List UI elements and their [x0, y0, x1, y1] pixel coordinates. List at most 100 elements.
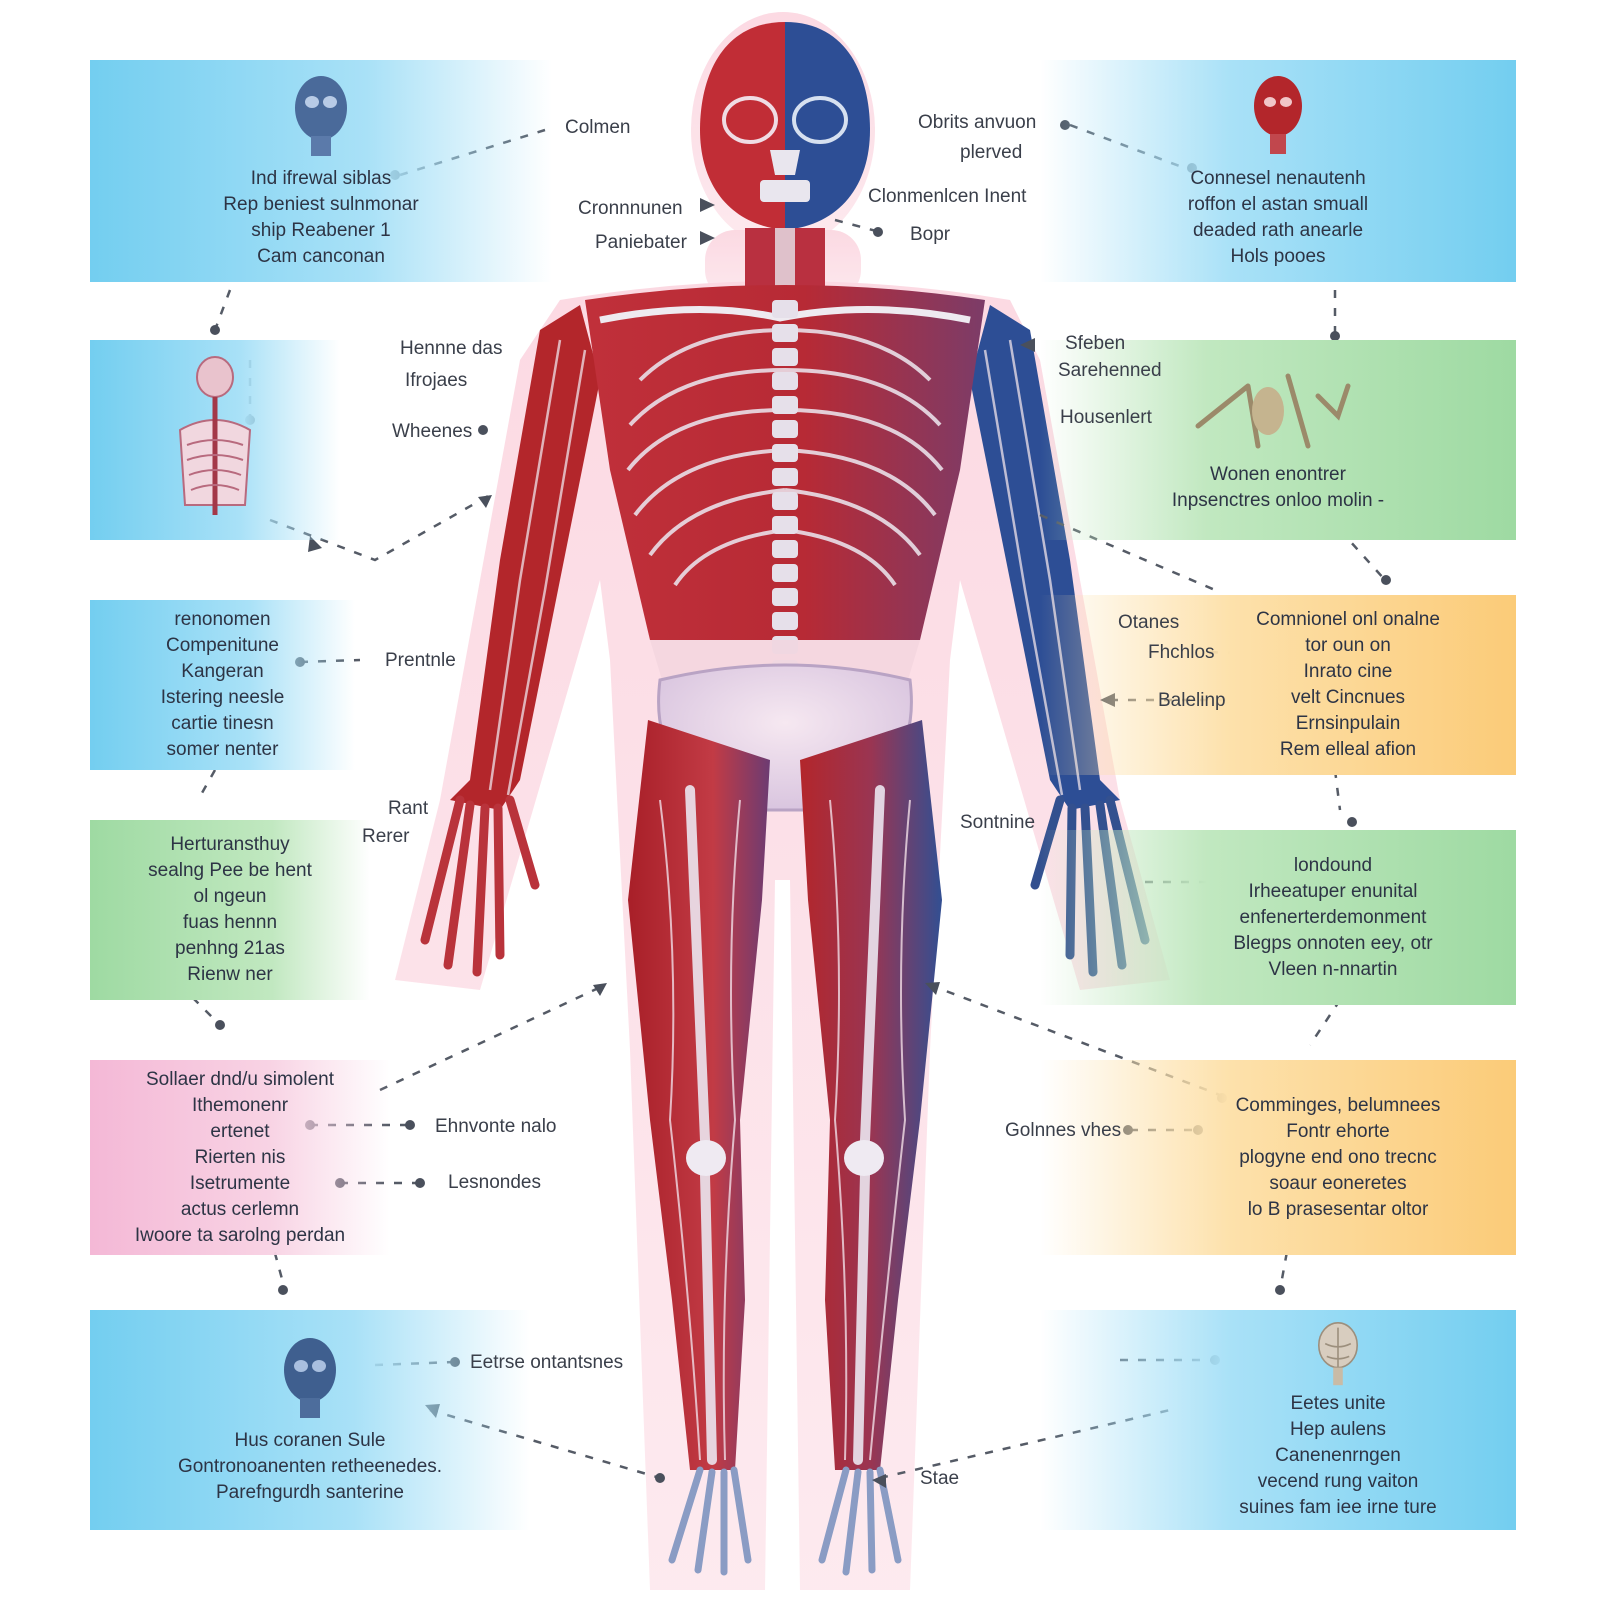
- panel-text: Wonen enontrer Inpsenctres onloo molin -: [1172, 462, 1384, 514]
- callout-label: Eetrse ontantsnes: [470, 1352, 624, 1373]
- panel-line: Inrato cine: [1303, 661, 1393, 682]
- callout-label: Sarehenned: [1058, 360, 1162, 381]
- panel-text-orange-lower: Comminges, belumnees Fontr ehorte plogyn…: [1040, 1060, 1516, 1255]
- callout-label: Hennne das: [400, 338, 503, 359]
- leg-bones: [685, 785, 885, 1465]
- panel-line: Parefngurdh santerine: [215, 1482, 404, 1503]
- panel-skull-blue: Hus coranen Sule Gontronoanenten retheen…: [90, 1310, 530, 1530]
- panel-line: deaded rath anearle: [1192, 220, 1364, 241]
- hand-left: [420, 795, 540, 977]
- panel-line: Rierten nis: [194, 1146, 286, 1168]
- panel-line: plogyne end ono trecnc: [1239, 1146, 1437, 1168]
- panel-line: Sollaer dnd/u simolent: [146, 1068, 334, 1090]
- panel-line: Fontr ehorte: [1286, 1120, 1390, 1142]
- panel-line: Hols pooes: [1230, 246, 1326, 267]
- panel-text-pink: Sollaer dnd/u simolent Ithemonenr ertene…: [90, 1060, 390, 1255]
- panel-text-orange: Comnionel onl onalne tor oun on Inrato c…: [1040, 595, 1516, 775]
- panel-line: Iwoore ta sarolng perdan: [134, 1224, 346, 1246]
- head-icon: [295, 76, 347, 156]
- panel-head-red: Connesel nenautenh roffon el astan smual…: [1040, 60, 1516, 282]
- panel-line: cartie tinesn: [171, 713, 274, 734]
- panel-line: Vleen n-nnartin: [1268, 958, 1398, 980]
- panel-text: Comnionel onl onalne tor oun on Inrato c…: [1256, 607, 1440, 763]
- panel-brain-blue: Eetes unite Hep aulens Canenenrngen vece…: [1040, 1310, 1516, 1530]
- panel-line: Irheeatuper enunital: [1248, 880, 1418, 902]
- panel-line: somer nenter: [166, 739, 279, 760]
- panel-line: Canenenrngen: [1275, 1445, 1401, 1466]
- panel-line: Ernsinpulain: [1295, 713, 1401, 734]
- panel-head-blue: Ind ifrewal siblas Rep beniest sulnmonar…: [90, 60, 552, 282]
- panel-line: Blegps onnoten eey, otr: [1233, 932, 1433, 954]
- panel-line: actus cerlemn: [180, 1198, 300, 1220]
- panel-line: sealng Pee be hent: [148, 860, 312, 881]
- panel-text: Hus coranen Sule Gontronoanenten retheen…: [178, 1428, 442, 1506]
- callout-label: Paniebater: [595, 232, 687, 253]
- panel-line: Inpsenctres onloo molin -: [1171, 490, 1385, 511]
- panel-line: Ind ifrewal siblas: [250, 168, 392, 189]
- feet: [668, 1466, 902, 1576]
- leg-vessels: [659, 799, 911, 1461]
- panel-text: Ind ifrewal siblas Rep beniest sulnmonar…: [223, 166, 418, 270]
- panel-text: renonomen Compenitune Kangeran Istering …: [161, 607, 285, 763]
- panel-line: Istering neesle: [160, 687, 285, 708]
- callout-label: Otanes: [1118, 612, 1180, 633]
- callout-label: Ifrojaes: [405, 370, 468, 391]
- callout-label: Balelinp: [1158, 690, 1226, 711]
- panel-text: londound Irheeatuper enunital enfenerter…: [1233, 853, 1432, 983]
- callout-label: Colmen: [565, 117, 631, 138]
- panel-line: fuas hennn: [182, 912, 278, 933]
- panel-text: Eetes unite Hep aulens Canenenrngen vece…: [1239, 1391, 1437, 1521]
- panel-line: Kangeran: [181, 661, 264, 682]
- panel-line: soaur eoneretes: [1269, 1172, 1407, 1194]
- callout-label: Wheenes: [392, 421, 473, 442]
- callout-label: Prentnle: [385, 650, 456, 671]
- kneecaps: [686, 1140, 884, 1176]
- panel-line: Rem elleal afion: [1279, 739, 1417, 760]
- skull-icon: [284, 1338, 336, 1418]
- panel-line: londound: [1293, 854, 1373, 876]
- panel-line: Hep aulens: [1289, 1419, 1387, 1440]
- panel-line: Connesel nenautenh: [1190, 168, 1366, 189]
- callout-label: Rant: [388, 798, 429, 819]
- panel-line: tor oun on: [1305, 635, 1391, 656]
- callout-label: Lesnondes: [448, 1172, 541, 1193]
- head-red-icon: [1254, 76, 1302, 154]
- callout-label: Golnnes vhes: [1005, 1120, 1122, 1141]
- callout-label: Housenlert: [1060, 407, 1152, 428]
- panel-line: Rep beniest sulnmonar: [223, 194, 419, 215]
- ribcage: [626, 328, 944, 587]
- skeleton-fragment-icon: [1195, 373, 1351, 449]
- panel-text: Comminges, belumnees Fontr ehorte plogyn…: [1236, 1093, 1441, 1223]
- panel-line: Comminges, belumnees: [1235, 1094, 1441, 1116]
- panel-line: velt Cincnues: [1290, 687, 1406, 708]
- panel-skeleton-green: Wonen enontrer Inpsenctres onloo molin -: [1040, 340, 1516, 540]
- panel-text-green: Herturansthuy sealng Pee be hent ol ngeu…: [90, 820, 370, 1000]
- panel-line: penhng 21as: [175, 938, 285, 959]
- callout-label: Fhchlos: [1148, 642, 1215, 663]
- callout-label: Cronnnunen: [578, 198, 683, 219]
- callout-label: Clonmenlcen Inent: [868, 186, 1027, 207]
- panel-line: renonomen: [174, 609, 271, 630]
- panel-text: Herturansthuy sealng Pee be hent ol ngeu…: [148, 832, 312, 988]
- callout-label: plerved: [960, 142, 1023, 163]
- head: [700, 22, 870, 230]
- panel-line: Isetrumente: [189, 1172, 291, 1194]
- panel-text-green-right: londound Irheeatuper enunital enfenerter…: [1040, 830, 1516, 1005]
- panel-line: Cam canconan: [257, 246, 385, 267]
- panel-line: ertenet: [210, 1120, 270, 1142]
- callout-label: Sontnine: [960, 812, 1036, 833]
- panel-line: lo B prasesentar oltor: [1247, 1198, 1429, 1220]
- torso-icon: [178, 356, 252, 515]
- callout-label: Sfeben: [1065, 333, 1126, 354]
- panel-line: roffon el astan smuall: [1187, 194, 1369, 215]
- panel-line: Compenitune: [165, 635, 279, 656]
- panel-line: Gontronoanenten retheenedes.: [177, 1456, 443, 1477]
- panel-line: vecend rung vaiton: [1257, 1471, 1419, 1492]
- panel-text: Sollaer dnd/u simolent Ithemonenr ertene…: [135, 1067, 345, 1249]
- panel-line: Ithemonenr: [191, 1094, 289, 1116]
- panel-line: Rienw ner: [187, 964, 273, 985]
- panel-line: Herturansthuy: [170, 834, 290, 855]
- panel-line: Comnionel onl onalne: [1256, 609, 1440, 630]
